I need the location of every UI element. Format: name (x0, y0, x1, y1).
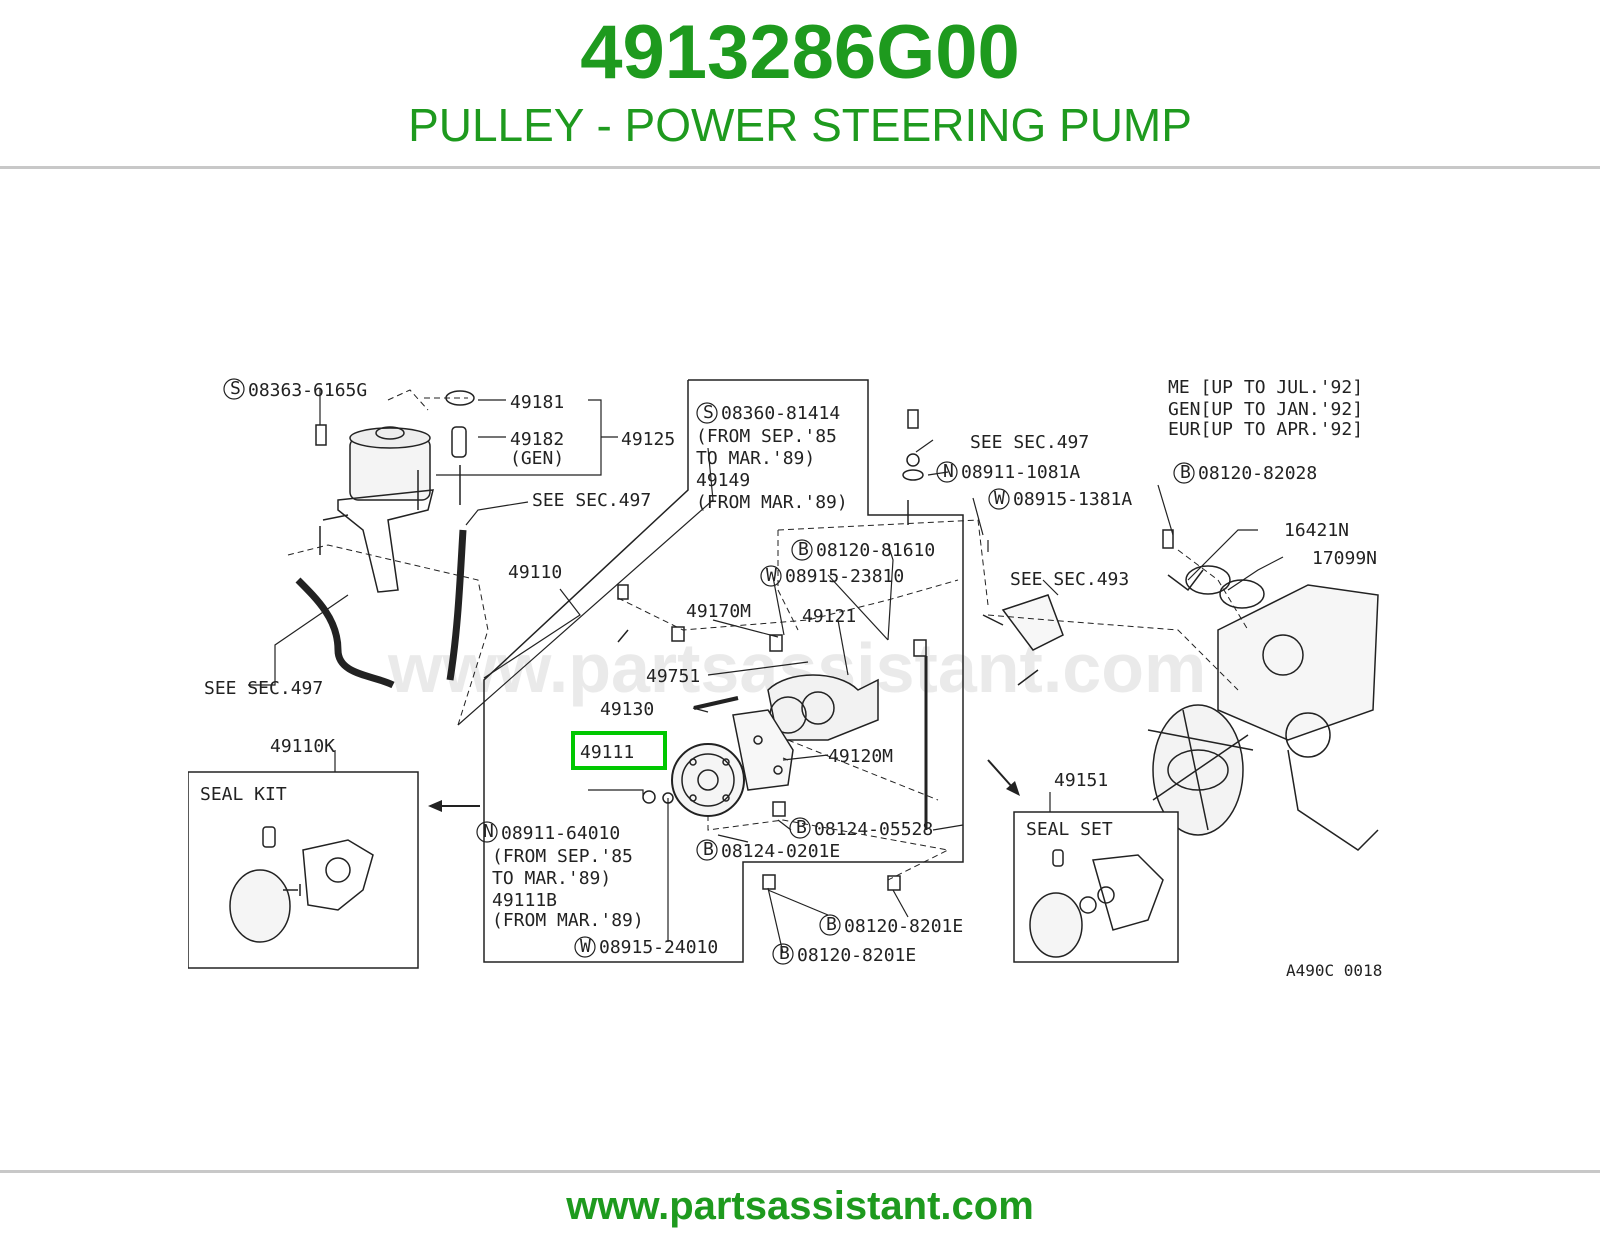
part-label: 08124-0201E (721, 841, 840, 862)
marker-letter: N (943, 461, 954, 482)
part-label: 49149 (696, 470, 750, 491)
part-label: 49182 (510, 429, 564, 450)
circled-markers (223, 378, 1195, 965)
part-label: 08363-6165G (248, 380, 367, 401)
part-label: 49751 (646, 666, 700, 687)
part-label: 08911-1081A (961, 462, 1080, 483)
part-label: SEE SEC.497 (970, 432, 1089, 453)
part-label: 49170M (686, 601, 751, 622)
part-label: 49120M (828, 746, 893, 767)
header: 4913286G00 PULLEY - POWER STEERING PUMP (0, 0, 1600, 168)
part-label: (FROM SEP.'85 (696, 426, 837, 447)
part-label: 08915-24010 (599, 937, 718, 958)
part-label: 16421N (1284, 520, 1349, 541)
footer-divider (0, 1170, 1600, 1173)
part-label: 08124-05528 (814, 819, 933, 840)
drawing-code: A490C 0018 (1286, 961, 1382, 980)
marker-letter: B (796, 817, 807, 838)
part-label: TO MAR.'89) (492, 868, 611, 889)
marker-letter: B (703, 839, 714, 860)
engine-drawing (982, 529, 1379, 851)
seal-kit-box (187, 771, 419, 969)
marker-letter: S (230, 378, 241, 399)
seal-set-label: SEAL SET (1026, 819, 1113, 840)
marker-letter: W (766, 565, 777, 586)
part-label: SEE SEC.497 (532, 490, 651, 511)
part-number-title: 4913286G00 (580, 10, 1020, 95)
part-label: 49181 (510, 392, 564, 413)
leader-lines (248, 389, 1284, 954)
arrow-to-seal-set (987, 759, 1014, 789)
header-divider (0, 166, 1600, 169)
parts-diagram: www.partsassistant.com (187, 330, 1418, 1010)
seal-kit-label: SEAL KIT (200, 784, 287, 805)
reservoir-drawing (295, 390, 475, 689)
part-label: (FROM MAR.'89) (696, 492, 848, 513)
part-label: 49125 (621, 429, 675, 450)
marker-letter: N (483, 821, 494, 842)
highlighted-part-label: 49111 (580, 742, 634, 763)
part-label: 08120-8201E (797, 945, 916, 966)
part-label: 49130 (600, 699, 654, 720)
part-label: 08915-1381A (1013, 489, 1132, 510)
part-label: 49151 (1054, 770, 1108, 791)
market-note: ME [UP TO JUL.'92] (1168, 377, 1363, 398)
part-label: 08360-81414 (721, 403, 840, 424)
part-label: 49110 (508, 562, 562, 583)
part-label: 08120-82028 (1198, 463, 1317, 484)
arrowhead-seal-set (1006, 781, 1020, 796)
part-label: 49111B (492, 890, 557, 911)
part-label: 49110K (270, 736, 335, 757)
part-label: 17099N (1312, 548, 1377, 569)
part-label: (GEN) (510, 448, 564, 469)
part-label: (FROM SEP.'85 (492, 846, 633, 867)
marker-letter: B (798, 539, 809, 560)
part-label: SEE SEC.493 (1010, 569, 1129, 590)
part-label: 08120-81610 (816, 540, 935, 561)
marker-letter: B (826, 914, 837, 935)
market-note: EUR[UP TO APR.'92] (1168, 419, 1363, 440)
part-labels: 08363-6165G 49181 49182 (GEN) 49125 SEE … (200, 377, 1382, 980)
market-note: GEN[UP TO JAN.'92] (1168, 399, 1363, 420)
marker-letter: W (994, 488, 1005, 509)
marker-letter: S (703, 402, 714, 423)
marker-letter: B (1180, 462, 1191, 483)
seal-set-drawing (1029, 849, 1164, 958)
marker-letter: W (580, 936, 591, 957)
section-outline (483, 379, 964, 963)
part-name-subtitle: PULLEY - POWER STEERING PUMP (408, 99, 1192, 151)
arrowhead-seal-kit (428, 800, 442, 812)
part-label: SEE SEC.497 (204, 678, 323, 699)
part-label: 49121 (802, 606, 856, 627)
pump-drawing (617, 409, 928, 891)
part-label: TO MAR.'89) (696, 448, 815, 469)
part-label: 08911-64010 (501, 823, 620, 844)
highlight-box (571, 731, 667, 770)
diagram-svg: www.partsassistant.com (187, 377, 1382, 980)
seal-kit-drawing (229, 826, 374, 943)
footer-url-link[interactable]: www.partsassistant.com (566, 1184, 1034, 1228)
part-label: 08915-23810 (785, 566, 904, 587)
marker-letter: B (779, 943, 790, 964)
part-label: (FROM MAR.'89) (492, 910, 644, 931)
part-label: 08120-8201E (844, 916, 963, 937)
circled-marker-letters: S S B W N W B B B B N W B (230, 378, 1191, 964)
